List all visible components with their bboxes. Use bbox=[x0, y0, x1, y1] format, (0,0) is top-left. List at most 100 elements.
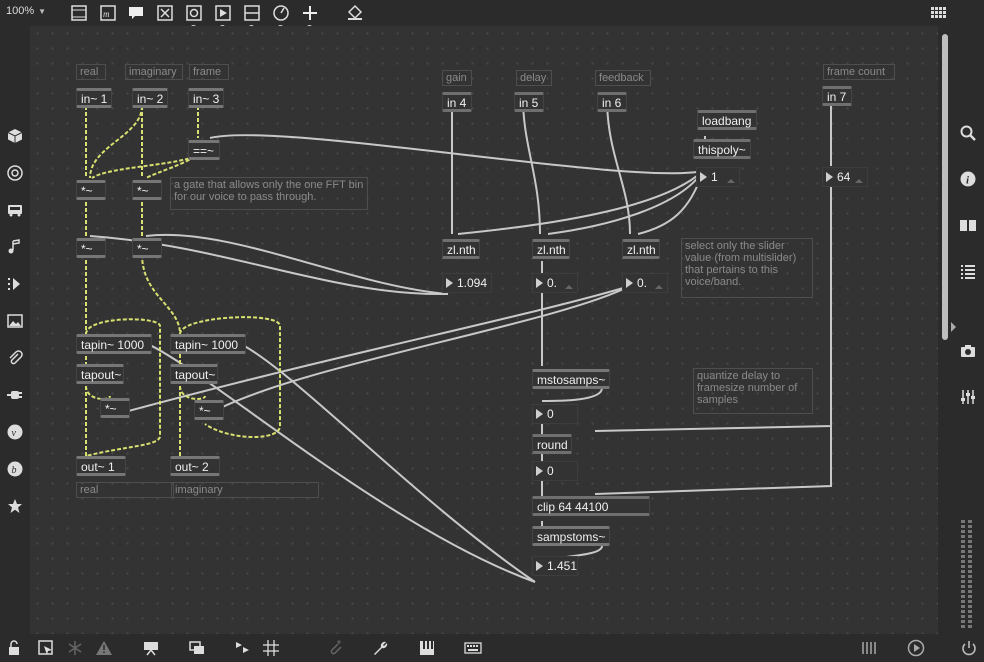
number-result[interactable]: 1.451 bbox=[532, 556, 578, 576]
object-tapout-2[interactable]: tapout~ bbox=[170, 364, 218, 384]
number-frames[interactable]: 64 bbox=[822, 167, 868, 187]
cpu-dial-icon[interactable] bbox=[905, 637, 927, 659]
object-zl-nth-3[interactable]: zl.nth bbox=[622, 239, 660, 259]
svg-text:v: v bbox=[12, 428, 17, 439]
number-voice[interactable]: 1 bbox=[696, 167, 740, 187]
paint-bucket-icon[interactable] bbox=[346, 4, 364, 22]
number-result-value: 1.451 bbox=[547, 559, 578, 573]
comment-quantize-note: quantize delay to framesize number of sa… bbox=[693, 368, 813, 414]
list-icon[interactable] bbox=[957, 260, 979, 282]
object-out-1[interactable]: out~ 1 bbox=[76, 456, 126, 476]
grid-dots-icon[interactable] bbox=[930, 4, 948, 22]
b-circle-icon[interactable]: b bbox=[4, 458, 26, 480]
flag-icon[interactable] bbox=[231, 637, 253, 659]
cube-icon[interactable] bbox=[4, 125, 26, 147]
number-rounded[interactable]: 0 bbox=[532, 461, 578, 481]
object-equals[interactable]: ==~ bbox=[188, 140, 220, 160]
triangle-icon bbox=[536, 409, 543, 419]
object-multiply-3[interactable]: *~ bbox=[76, 238, 106, 258]
warning-icon[interactable] bbox=[93, 637, 115, 659]
plug-icon[interactable] bbox=[4, 384, 26, 406]
comment-icon[interactable] bbox=[127, 4, 145, 22]
windows-icon[interactable] bbox=[186, 637, 208, 659]
present-icon[interactable] bbox=[140, 637, 162, 659]
comment-gate-note: a gate that allows only the one FFT bin … bbox=[170, 177, 368, 210]
chevron-right-icon[interactable] bbox=[948, 316, 960, 338]
object-multiply-5[interactable]: *~ bbox=[100, 398, 130, 418]
object-in-2[interactable]: in~ 2 bbox=[132, 88, 168, 108]
image-icon[interactable] bbox=[4, 310, 26, 332]
cursor-box-icon[interactable] bbox=[35, 637, 57, 659]
object-zl-nth-2[interactable]: zl.nth bbox=[532, 239, 570, 259]
object-tapin-1[interactable]: tapin~ 1000 bbox=[76, 334, 152, 354]
object-tapout-1[interactable]: tapout~ bbox=[76, 364, 124, 384]
object-out-2[interactable]: out~ 2 bbox=[170, 456, 220, 476]
comment-delay: delay bbox=[516, 70, 552, 86]
snowflake-icon[interactable] bbox=[64, 637, 86, 659]
v-circle-icon[interactable]: v bbox=[4, 421, 26, 443]
keyboard-icon[interactable] bbox=[462, 637, 484, 659]
number-gain[interactable]: 1.094 bbox=[442, 273, 492, 293]
book-icon[interactable] bbox=[957, 214, 979, 236]
vertical-scrollbar[interactable] bbox=[942, 34, 948, 340]
object-multiply-2[interactable]: *~ bbox=[132, 180, 162, 200]
number-feedback[interactable]: 0. bbox=[622, 273, 668, 293]
dial-icon[interactable]: ▼ bbox=[272, 4, 290, 31]
object-multiply-4[interactable]: *~ bbox=[132, 238, 162, 258]
object-in-1[interactable]: in~ 1 bbox=[76, 88, 112, 108]
triangle-icon bbox=[446, 278, 453, 288]
number-delay-value: 0. bbox=[547, 276, 558, 290]
lock-icon[interactable] bbox=[4, 637, 26, 659]
mixer-icon[interactable] bbox=[957, 386, 979, 408]
add-clip-icon[interactable] bbox=[324, 637, 346, 659]
object-in-6[interactable]: in 6 bbox=[597, 92, 627, 112]
star-icon[interactable] bbox=[4, 495, 26, 517]
comment-imaginary: imaginary bbox=[125, 64, 183, 80]
piano-icon[interactable] bbox=[416, 637, 438, 659]
presentation-mode-icon[interactable] bbox=[70, 4, 88, 22]
paperclip-icon[interactable] bbox=[4, 347, 26, 369]
dotted-play-icon[interactable] bbox=[4, 273, 26, 295]
power-icon[interactable] bbox=[958, 637, 980, 659]
arrow-up-icon bbox=[655, 285, 663, 289]
object-in-5[interactable]: in 5 bbox=[514, 92, 544, 112]
object-tapin-2[interactable]: tapin~ 1000 bbox=[170, 334, 246, 354]
music-note-icon[interactable] bbox=[4, 236, 26, 258]
button-icon[interactable]: ▼ bbox=[185, 4, 203, 31]
camera-icon[interactable] bbox=[957, 340, 979, 362]
number-gain-value: 1.094 bbox=[457, 276, 488, 290]
search-icon[interactable] bbox=[957, 122, 979, 144]
number-frames-value: 64 bbox=[837, 170, 851, 184]
slider-icon[interactable]: ▼ bbox=[243, 4, 261, 31]
object-sampstoms[interactable]: sampstoms~ bbox=[532, 526, 610, 546]
object-zl-nth-1[interactable]: zl.nth bbox=[442, 239, 480, 259]
object-loadbang[interactable]: loadbang bbox=[697, 110, 757, 130]
arrow-up-icon bbox=[565, 285, 573, 289]
number-delay[interactable]: 0. bbox=[532, 273, 578, 293]
object-multiply-6[interactable]: *~ bbox=[194, 400, 224, 420]
zoom-menu[interactable]: 100%▼ bbox=[6, 5, 46, 17]
meter-bars-icon[interactable] bbox=[858, 637, 880, 659]
triangle-icon bbox=[536, 466, 543, 476]
object-multiply-1[interactable]: *~ bbox=[76, 180, 106, 200]
number-ms-samps[interactable]: 0 bbox=[532, 404, 578, 424]
wrench-icon[interactable] bbox=[369, 637, 391, 659]
object-round[interactable]: round bbox=[532, 434, 572, 454]
comment-select-note: select only the slider value (from multi… bbox=[681, 238, 813, 298]
patcher-canvas[interactable]: real imaginary frame gain delay feedback… bbox=[30, 26, 938, 634]
object-clip[interactable]: clip 64 44100 bbox=[532, 496, 650, 516]
toggle-icon[interactable] bbox=[156, 4, 174, 22]
message-box-icon[interactable]: m bbox=[99, 4, 117, 22]
play-icon[interactable]: ▼ bbox=[214, 4, 232, 31]
object-in-3[interactable]: in~ 3 bbox=[188, 88, 224, 108]
bus-icon[interactable] bbox=[4, 199, 26, 221]
triangle-icon bbox=[700, 172, 707, 182]
add-object-icon[interactable]: ▼ bbox=[301, 4, 319, 31]
object-in-4[interactable]: in 4 bbox=[442, 92, 472, 112]
target-icon[interactable] bbox=[4, 162, 26, 184]
object-in-7[interactable]: in 7 bbox=[822, 86, 852, 106]
object-mstosamps[interactable]: mstosamps~ bbox=[532, 369, 610, 389]
object-thispoly[interactable]: thispoly~ bbox=[693, 139, 751, 159]
info-icon[interactable]: i bbox=[957, 168, 979, 190]
grid-icon[interactable] bbox=[260, 637, 282, 659]
